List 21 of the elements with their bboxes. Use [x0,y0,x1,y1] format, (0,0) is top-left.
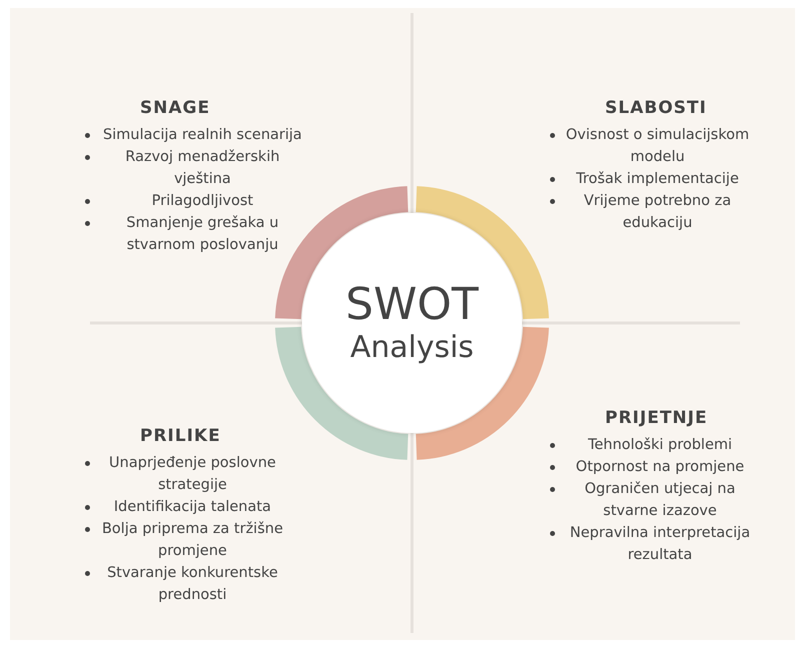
bullet-text: Simulacija realnih scenarija [102,126,303,145]
bullet-text: Identifikacija talenata [112,498,272,517]
bullet-text: Prilagodljivost [150,192,254,211]
quadrant-heading: PRIJETNJE [604,408,709,428]
subtitle-text: Analysis [350,330,474,366]
bullet-text: Smanjenje grešaka u stvarnom poslovanju [125,214,280,255]
bullet-text: Bolja priprema za tržišne promjene [100,520,284,561]
bullet-text: Razvoj menadžerskih vještina [124,148,281,189]
bullet-text: Nepravilna interpretacija rezultata [568,524,752,565]
bullet-text: Ovisnost o simulacijskom modelu [564,126,750,167]
bullet-text: Stvaranje konkurentske prednosti [106,564,279,605]
bullet-text: Vrijeme potrebno za edukaciju [582,192,732,233]
title-text: SWOT [346,280,478,330]
bullet-text: Tehnološki problemi [586,436,734,455]
quadrant-heading: PRILIKE [139,426,222,446]
quadrant-heading: SNAGE [139,98,212,118]
bullet-text: Otpornost na promjene [574,458,746,477]
quadrant-heading: SLABOSTI [604,98,708,118]
bullet-text: Ograničen utjecaj na stvarne izazove [584,480,736,521]
bullet-text: Trošak implementacije [575,170,740,189]
bullet-text: Unaprjeđenje poslovne strategije [108,454,277,495]
